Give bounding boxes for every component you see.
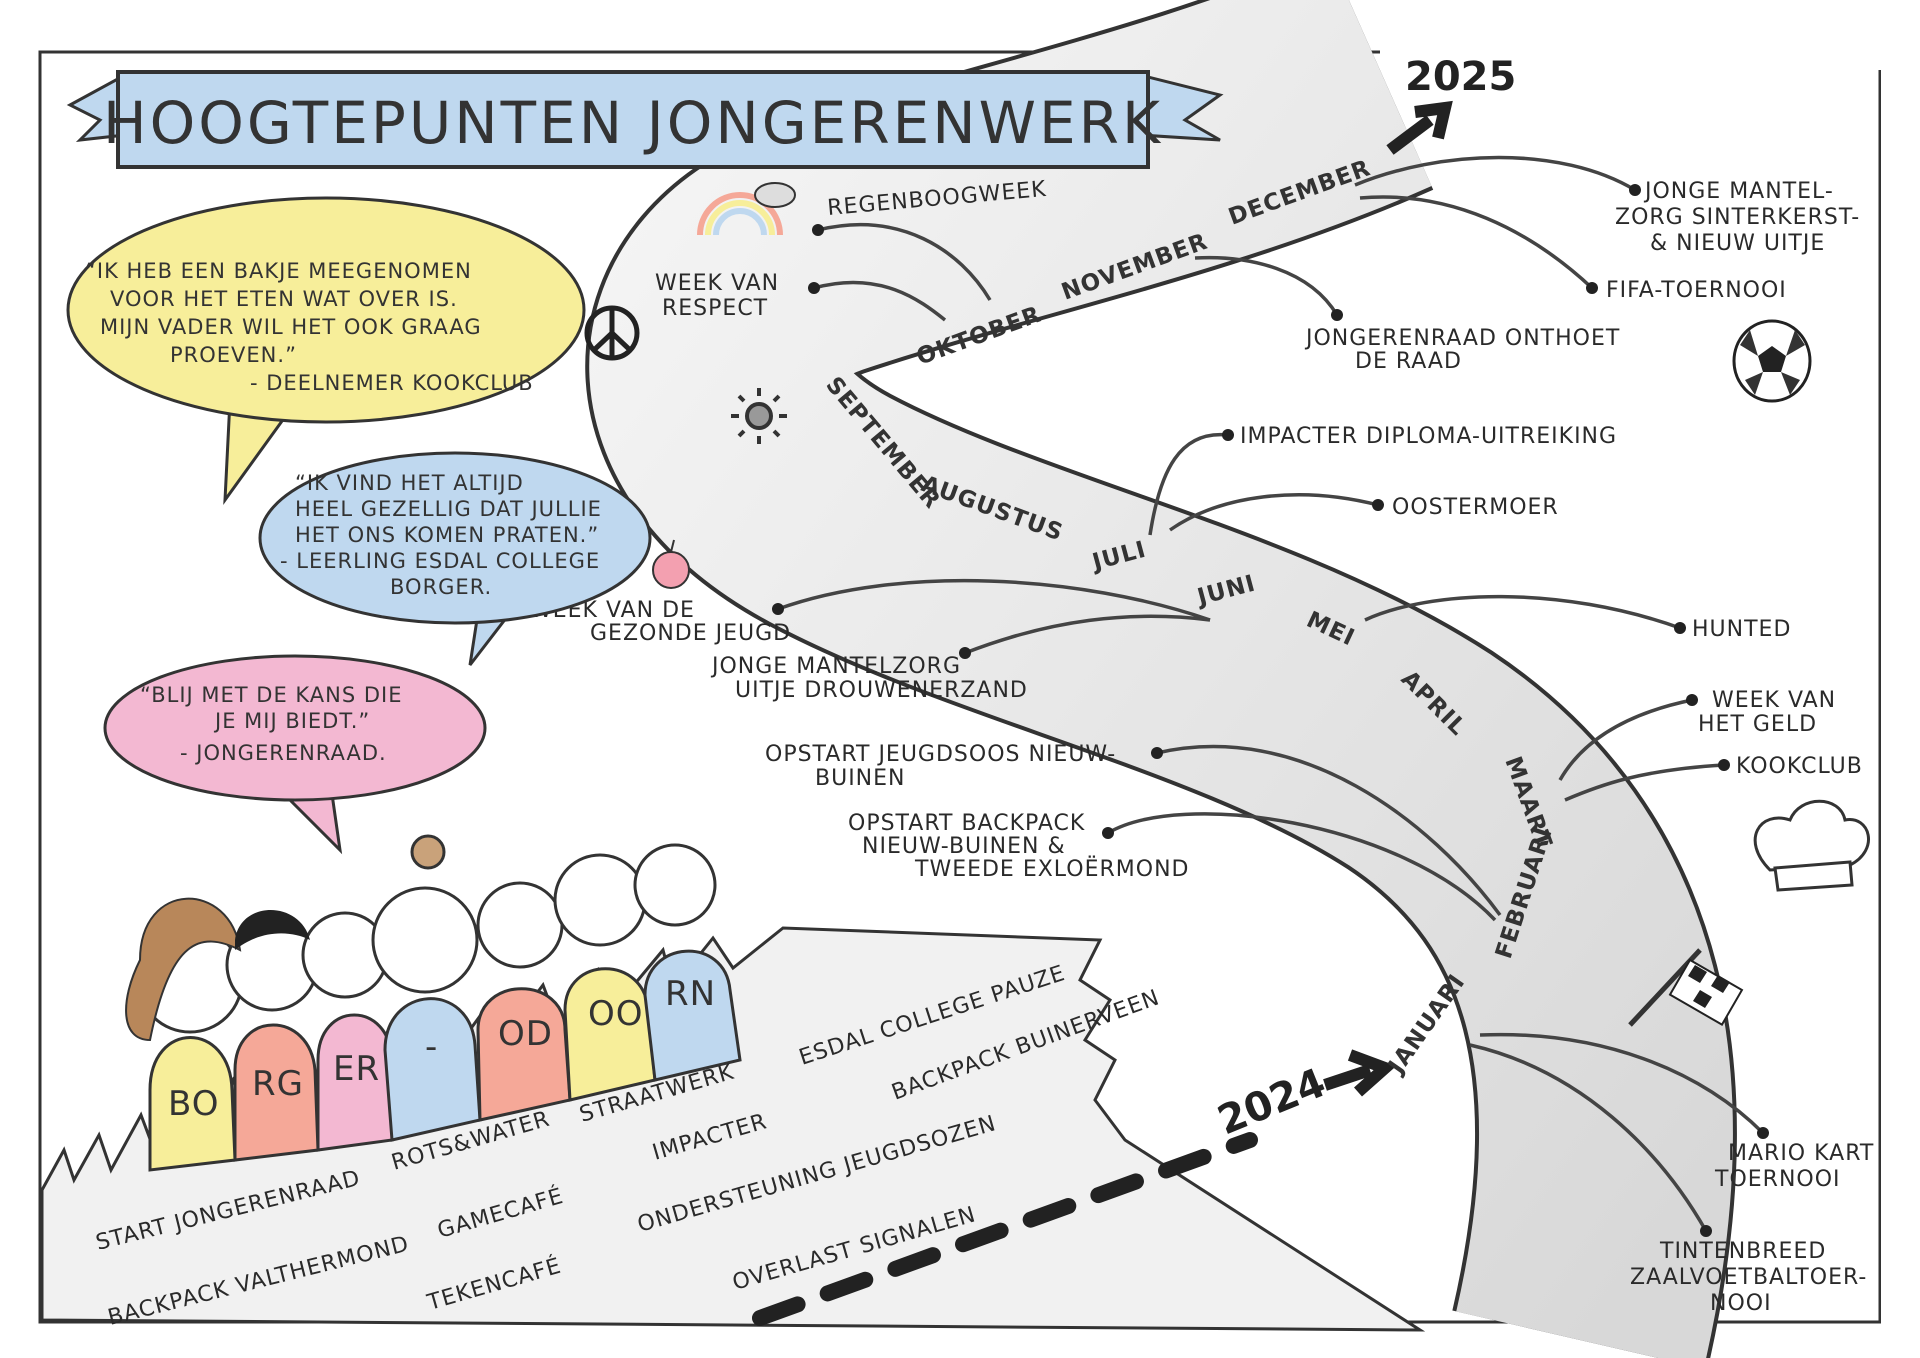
apple-icon (652, 539, 690, 589)
event-mario-kart: MARIO KART TOERNOOI (1714, 1141, 1874, 1192)
road-dashed-line (752, 1132, 1258, 1326)
quote-bubble-leerling: “IK VIND HET ALTIJD HEEL GEZELLIG DAT JU… (258, 451, 652, 666)
event-line: NIEUW-BUINEN & (862, 834, 1066, 859)
checkered-flag-icon (1628, 948, 1744, 1027)
event-week-van-respect: WEEK VAN RESPECT (655, 271, 779, 321)
kids-group: BO RG ER - OD OO RN (125, 834, 742, 1172)
event-hunted: HUNTED (1692, 617, 1791, 642)
event-week-gezonde-jeugd: WEEK VAN DE GEZONDE JEUGD (530, 598, 791, 646)
event-line: JONGERENRAAD ONTHOET (1304, 326, 1620, 351)
event-line: UITJE DROUWENERZAND (735, 678, 1028, 703)
kid-hair (125, 897, 242, 1042)
quote-author: - LEERLING ESDAL COLLEGE (280, 549, 600, 573)
event-kookclub: KOOKCLUB (1736, 754, 1863, 779)
kid-letter: BO (168, 1084, 220, 1124)
kid-letter: OO (588, 994, 644, 1034)
event-line: OPSTART JEUGDSOOS NIEUW- (765, 742, 1116, 767)
quote-author: - DEELNEMER KOOKCLUB (250, 371, 534, 395)
title-banner: HOOGTEPUNTEN JONGERENWERK (66, 70, 1224, 169)
event-opstart-backpack: OPSTART BACKPACK NIEUW-BUINEN & TWEEDE E… (848, 811, 1189, 882)
chef-hat-icon (1753, 799, 1870, 892)
event-line: JONGE MANTEL- (1643, 179, 1834, 204)
event-connectors (772, 155, 1769, 1237)
kid-letters: BO RG ER - OD OO RN (168, 974, 716, 1124)
quote-line: PROEVEN.” (170, 343, 297, 367)
event-line: TINTENBREED (1659, 1239, 1826, 1264)
event-line: TOERNOOI (1714, 1167, 1841, 1192)
quote-line: “IK HEB EEN BAKJE MEEGENOMEN (85, 259, 472, 283)
year-start: 2024 (1212, 1060, 1332, 1144)
quote-line: “BLIJ MET DE KANS DIE (140, 683, 403, 707)
rainbow-icon (697, 182, 796, 236)
event-tintenbreed: TINTENBREED ZAALVOETBALTOER- NOOI (1630, 1239, 1867, 1316)
quote-bubble-jongerenraad: “BLIJ MET DE KANS DIE JE MIJ BIEDT.” - J… (103, 654, 487, 855)
event-line: & NIEUW UITJE (1650, 231, 1825, 256)
quote-line: HEEL GEZELLIG DAT JULLIE (295, 497, 602, 521)
peace-icon (584, 305, 640, 361)
month-januari: JANUARI (1382, 970, 1470, 1080)
quote-line: VOOR HET ETEN WAT OVER IS. (110, 287, 458, 311)
kid-letter: - (425, 1027, 438, 1067)
kid-letter: RN (665, 974, 716, 1014)
event-line: DE RAAD (1355, 349, 1462, 374)
event-line: ZORG SINTERKERST- (1615, 205, 1860, 230)
event-line: HET GELD (1698, 712, 1817, 737)
soccer-ball-icon (1732, 319, 1812, 403)
year-end: 2025 (1405, 54, 1516, 100)
event-line: JONGE MANTELZORG (710, 654, 961, 679)
arrow-icon (1386, 100, 1453, 155)
event-fifa-toernooi: FIFA-TOERNOOI (1606, 278, 1787, 303)
kid-hair (235, 910, 310, 950)
event-line: ZAALVOETBALTOER- (1630, 1265, 1867, 1290)
event-week-van-het-geld: WEEK VAN HET GELD (1698, 688, 1836, 737)
event-line: NOOI (1710, 1291, 1772, 1316)
event-impacter-diploma: IMPACTER DIPLOMA-UITREIKING (1240, 424, 1617, 449)
quote-line: HET ONS KOMEN PRATEN.” (295, 523, 599, 547)
quote-bubble-kookclub: “IK HEB EEN BAKJE MEEGENOMEN VOOR HET ET… (66, 196, 586, 505)
event-line: BUINEN (815, 766, 906, 791)
kid-bodies (148, 949, 742, 1172)
sun-icon (731, 388, 787, 444)
arrow-icon (1323, 1049, 1397, 1097)
event-line: WEEK VAN (655, 271, 779, 296)
quote-author: - JONGERENRAAD. (180, 741, 387, 765)
event-opstart-jeugdsoos: OPSTART JEUGDSOOS NIEUW- BUINEN (765, 742, 1116, 791)
kid-letter: OD (498, 1014, 553, 1054)
event-line: RESPECT (662, 296, 768, 321)
event-jonge-mantelzorg-sinterkerst: JONGE MANTEL- ZORG SINTERKERST- & NIEUW … (1615, 179, 1860, 256)
event-jonge-mantelzorg-drouwenerzand: JONGE MANTELZORG UITJE DROUWENERZAND (710, 654, 1028, 703)
quote-line: “IK VIND HET ALTIJD (295, 471, 524, 495)
event-line: MARIO KART (1728, 1141, 1874, 1166)
page-title: HOOGTEPUNTEN JONGERENWERK (103, 89, 1163, 157)
quote-line: MIJN VADER WIL HET OOK GRAAG (100, 315, 482, 339)
event-line: OPSTART BACKPACK (848, 811, 1085, 836)
event-jongerenraad-onthoet: JONGERENRAAD ONTHOET DE RAAD (1304, 326, 1620, 374)
event-line: WEEK VAN (1712, 688, 1836, 713)
road-surface (589, 0, 1733, 1358)
event-oostermoer: OOSTERMOER (1392, 495, 1559, 520)
quote-author: BORGER. (390, 575, 492, 599)
kid-letter: ER (333, 1049, 380, 1089)
kid-letter: RG (252, 1064, 304, 1104)
quote-line: JE MIJ BIEDT.” (213, 709, 370, 733)
event-line: TWEEDE EXLOËRMOND (914, 856, 1189, 882)
event-line: GEZONDE JEUGD (590, 621, 791, 646)
